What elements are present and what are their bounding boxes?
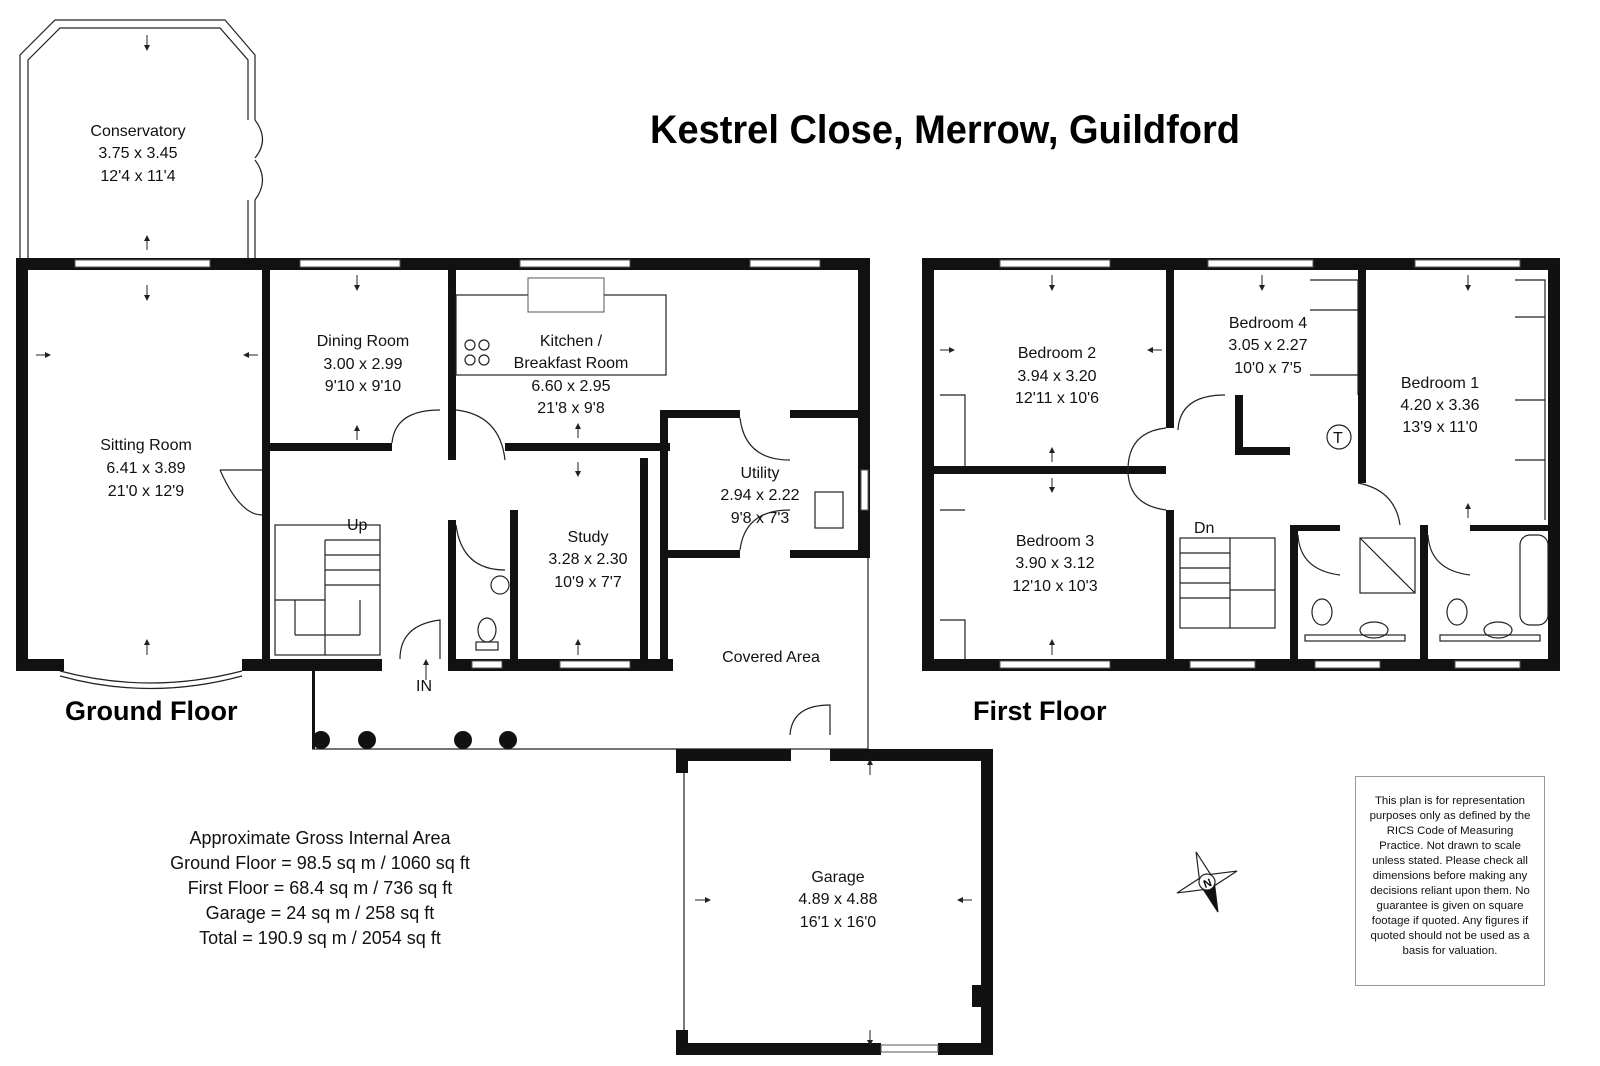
svg-text:9'10 x 9'10: 9'10 x 9'10 bbox=[325, 378, 401, 395]
svg-text:3.00 x 2.99: 3.00 x 2.99 bbox=[323, 356, 402, 373]
svg-text:3.05 x 2.27: 3.05 x 2.27 bbox=[1228, 337, 1307, 354]
svg-text:3.94 x 3.20: 3.94 x 3.20 bbox=[1017, 368, 1096, 385]
room-label-sitting-room: Sitting Room 6.41 x 3.89 21'0 x 12'9 bbox=[100, 437, 192, 500]
room-label-kitchen: Kitchen / Breakfast Room 6.60 x 2.95 21'… bbox=[514, 333, 629, 417]
room-label-study: Study 3.28 x 2.30 10'9 x 7'7 bbox=[548, 529, 627, 591]
svg-text:3.75 x 3.45: 3.75 x 3.45 bbox=[98, 145, 177, 162]
room-label-bedroom-3: Bedroom 3 3.90 x 3.12 12'10 x 10'3 bbox=[1012, 533, 1097, 595]
svg-text:16'1 x 16'0: 16'1 x 16'0 bbox=[800, 914, 876, 931]
compass-icon: N bbox=[1176, 851, 1238, 913]
svg-text:6.60 x 2.95: 6.60 x 2.95 bbox=[531, 378, 610, 395]
svg-text:9'8 x 7'3: 9'8 x 7'3 bbox=[731, 510, 790, 527]
ground-floor-plan bbox=[16, 19, 993, 1055]
svg-text:Conservatory: Conservatory bbox=[90, 123, 185, 140]
svg-text:Utility: Utility bbox=[740, 465, 779, 482]
area-garage: Garage = 24 sq m / 258 sq ft bbox=[205, 903, 435, 923]
svg-text:Bedroom 2: Bedroom 2 bbox=[1018, 345, 1096, 362]
svg-text:Bedroom 1: Bedroom 1 bbox=[1401, 375, 1479, 392]
area-heading: Approximate Gross Internal Area bbox=[189, 828, 451, 848]
svg-text:6.41 x 3.89: 6.41 x 3.89 bbox=[106, 460, 185, 477]
svg-text:4.89 x 4.88: 4.89 x 4.88 bbox=[798, 891, 877, 908]
stairs-down-label: Dn bbox=[1194, 520, 1214, 537]
svg-text:4.20 x 3.36: 4.20 x 3.36 bbox=[1400, 397, 1479, 414]
room-label-dining-room: Dining Room 3.00 x 2.99 9'10 x 9'10 bbox=[317, 333, 409, 395]
room-label-garage: Garage 4.89 x 4.88 16'1 x 16'0 bbox=[798, 869, 877, 931]
svg-text:3.28 x 2.30: 3.28 x 2.30 bbox=[548, 551, 627, 568]
svg-text:12'4 x 11'4: 12'4 x 11'4 bbox=[100, 168, 175, 185]
svg-text:Sitting Room: Sitting Room bbox=[100, 437, 192, 454]
svg-text:10'9 x 7'7: 10'9 x 7'7 bbox=[554, 574, 622, 591]
page-title: Kestrel Close, Merrow, Guildford bbox=[650, 108, 1240, 152]
svg-text:13'9 x 11'0: 13'9 x 11'0 bbox=[1402, 419, 1477, 436]
svg-text:Dining Room: Dining Room bbox=[317, 333, 409, 350]
room-label-covered-area: Covered Area bbox=[722, 649, 820, 666]
room-label-bedroom-4: Bedroom 4 3.05 x 2.27 10'0 x 7'5 bbox=[1228, 315, 1307, 377]
tank-marker: T bbox=[1333, 430, 1343, 447]
disclaimer-box: This plan is for representation purposes… bbox=[1355, 776, 1545, 986]
gross-internal-area: Approximate Gross Internal Area Ground F… bbox=[110, 826, 530, 951]
svg-text:Bedroom 4: Bedroom 4 bbox=[1229, 315, 1307, 332]
svg-text:10'0 x 7'5: 10'0 x 7'5 bbox=[1234, 360, 1302, 377]
svg-text:Bedroom 3: Bedroom 3 bbox=[1016, 533, 1094, 550]
svg-text:Study: Study bbox=[568, 529, 609, 546]
area-ground-floor: Ground Floor = 98.5 sq m / 1060 sq ft bbox=[170, 853, 470, 873]
room-label-bedroom-2: Bedroom 2 3.94 x 3.20 12'11 x 10'6 bbox=[1015, 345, 1099, 407]
entrance-label: IN bbox=[416, 678, 432, 695]
svg-text:21'8 x 9'8: 21'8 x 9'8 bbox=[537, 400, 605, 417]
svg-text:21'0 x 12'9: 21'0 x 12'9 bbox=[108, 483, 184, 500]
room-label-bedroom-1: Bedroom 1 4.20 x 3.36 13'9 x 11'0 bbox=[1400, 375, 1479, 436]
room-label-conservatory: Conservatory 3.75 x 3.45 12'4 x 11'4 bbox=[90, 123, 185, 185]
staircase-down bbox=[1179, 537, 1276, 629]
svg-text:3.90 x 3.12: 3.90 x 3.12 bbox=[1015, 555, 1094, 572]
stairs-up-label: Up bbox=[347, 517, 368, 534]
first-floor-plan: T bbox=[922, 258, 1560, 671]
svg-text:12'11 x 10'6: 12'11 x 10'6 bbox=[1015, 390, 1099, 407]
north-marker: N bbox=[1202, 877, 1214, 891]
svg-text:Kitchen /: Kitchen / bbox=[540, 333, 603, 350]
room-label-utility: Utility 2.94 x 2.22 9'8 x 7'3 bbox=[720, 465, 799, 527]
area-total: Total = 190.9 sq m / 2054 sq ft bbox=[199, 928, 441, 948]
first-floor-title: First Floor bbox=[973, 696, 1107, 726]
svg-text:2.94 x 2.22: 2.94 x 2.22 bbox=[720, 487, 799, 504]
svg-text:Breakfast Room: Breakfast Room bbox=[514, 355, 629, 372]
ground-floor-title: Ground Floor bbox=[65, 696, 238, 726]
svg-text:12'10 x 10'3: 12'10 x 10'3 bbox=[1012, 578, 1097, 595]
staircase-up bbox=[274, 524, 381, 656]
svg-text:Garage: Garage bbox=[811, 869, 864, 886]
area-first-floor: First Floor = 68.4 sq m / 736 sq ft bbox=[187, 878, 453, 898]
